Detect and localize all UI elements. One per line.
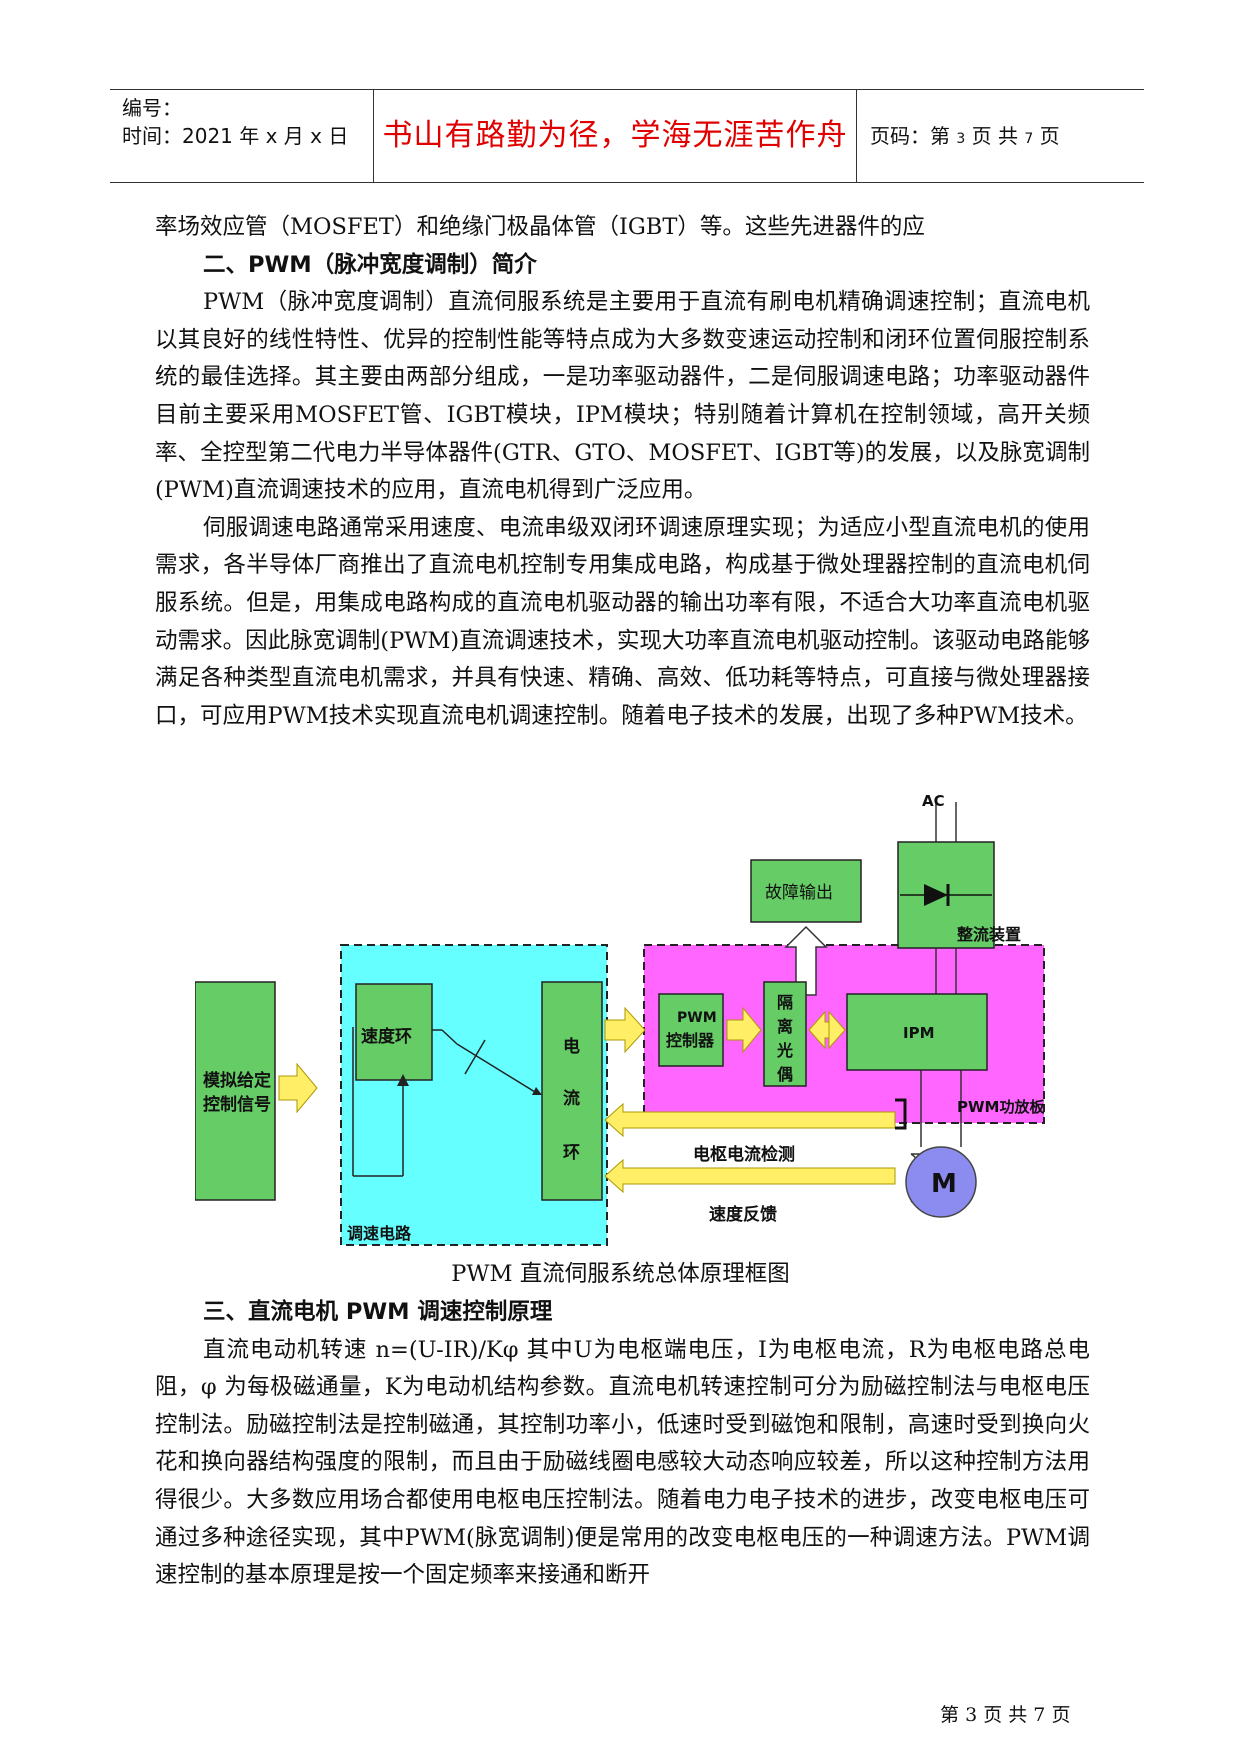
current-to-board-arrow bbox=[604, 1006, 646, 1054]
speed-circuit-label: 调速电路 bbox=[347, 1224, 412, 1243]
header-page-middle: 页 共 bbox=[971, 124, 1018, 148]
footer-prefix: 第 bbox=[940, 1704, 960, 1726]
section-heading-3: 三、直流电机 PWM 调速控制原理 bbox=[203, 1299, 553, 1325]
wire bbox=[464, 1039, 486, 1075]
pwm-servo-block-diagram: AC 故障输出 整流装置 模拟给定 控制信号 速度环 电 流 环 调速电路 PW… bbox=[194, 782, 1095, 1250]
optocoupler-label: 偶 bbox=[777, 1065, 793, 1084]
body-upper: 率场效应管（MOSFET）和绝缘门极晶体管（IGBT）等。这些先进器件的应 二、… bbox=[155, 209, 1090, 735]
page-footer: 第 3 页 共 7 页 bbox=[940, 1700, 1070, 1727]
footer-middle: 页 共 bbox=[983, 1704, 1028, 1726]
bidirectional-arrow bbox=[828, 1010, 846, 1050]
current-sensor bbox=[895, 1098, 907, 1130]
pwm-to-opto-arrow bbox=[726, 1006, 762, 1054]
speed-loop-box bbox=[355, 983, 433, 1081]
header-page-number: 页码：第 3 页 共 7 页 bbox=[870, 90, 1060, 182]
optocoupler-label: 隔 bbox=[777, 993, 793, 1012]
paragraph-speed-control-principle: 直流电动机转速 n=(U-IR)/Kφ 其中U为电枢端电压，I为电枢电流，R为电… bbox=[155, 1336, 1090, 1589]
speed-feedback-arrow bbox=[604, 1158, 896, 1194]
wire-arrowhead bbox=[397, 1074, 409, 1086]
section-heading-2: 二、PWM（脉冲宽度调制）简介 bbox=[203, 251, 537, 278]
pwm-controller-box bbox=[658, 993, 724, 1067]
page-header: 编号： 时间：2021 年 x 月 x 日 书山有路勤为径，学海无涯苦作舟 页码… bbox=[110, 89, 1144, 183]
ac-label: AC bbox=[922, 792, 945, 810]
header-meta: 编号： 时间：2021 年 x 月 x 日 bbox=[122, 94, 372, 150]
header-page-current: 3 bbox=[956, 131, 966, 147]
paragraph-pwm-intro: PWM（脉冲宽度调制）直流伺服系统是主要用于直流有刷电机精确调速控制；直流电机以… bbox=[155, 289, 1090, 504]
pwm-controller-label: PWM bbox=[677, 1010, 717, 1026]
ipm-label: IPM bbox=[903, 1024, 935, 1042]
motor-label: M bbox=[931, 1169, 957, 1199]
header-number: 编号： bbox=[122, 96, 182, 120]
figure-caption: PWM 直流伺服系统总体原理框图 bbox=[451, 1261, 790, 1287]
wire bbox=[456, 1043, 536, 1093]
footer-suffix: 页 bbox=[1051, 1704, 1071, 1726]
speed-loop-label: 速度环 bbox=[361, 1026, 412, 1047]
analog-input-box bbox=[194, 981, 276, 1201]
optocoupler-label: 离 bbox=[777, 1017, 793, 1036]
analog-input-label: 模拟给定 bbox=[203, 1070, 271, 1091]
ipm-box bbox=[846, 993, 988, 1071]
footer-current: 3 bbox=[965, 1704, 978, 1726]
armature-current-label: 电枢电流检测 bbox=[693, 1144, 795, 1165]
paragraph-continued: 率场效应管（MOSFET）和绝缘门极晶体管（IGBT）等。这些先进器件的应 bbox=[155, 214, 925, 240]
current-loop-box bbox=[541, 981, 603, 1201]
current-loop-label: 环 bbox=[563, 1143, 580, 1163]
pwm-board-label: PWM功放板 bbox=[957, 1098, 1045, 1116]
footer-total: 7 bbox=[1033, 1704, 1046, 1726]
header-page-prefix: 页码：第 bbox=[870, 124, 950, 148]
current-loop-label: 电 bbox=[563, 1036, 580, 1057]
speed-feedback-label: 速度反馈 bbox=[709, 1204, 777, 1225]
motor-icon bbox=[905, 1146, 977, 1218]
wire-arrowhead bbox=[532, 1087, 542, 1095]
body-lower: 三、直流电机 PWM 调速控制原理 直流电动机转速 n=(U-IR)/Kφ 其中… bbox=[155, 1294, 1090, 1595]
diagram-canvas: AC 故障输出 整流装置 模拟给定 控制信号 速度环 电 流 环 调速电路 PW… bbox=[194, 792, 1045, 1246]
analog-input-label: 控制信号 bbox=[203, 1094, 271, 1115]
optocoupler-box bbox=[763, 981, 807, 1087]
input-arrow bbox=[278, 1062, 318, 1114]
header-divider bbox=[373, 90, 374, 182]
current-loop-label: 流 bbox=[563, 1088, 580, 1109]
paragraph-servo-circuit: 伺服调速电路通常采用速度、电流串级双闭环调速原理实现；为适应小型直流电机的使用需… bbox=[155, 514, 1090, 729]
pwm-controller-label: 控制器 bbox=[666, 1031, 715, 1050]
fault-output-box bbox=[750, 859, 862, 923]
header-time: 时间：2021 年 x 月 x 日 bbox=[122, 124, 349, 148]
header-motto: 书山有路勤为径，学海无涯苦作舟 bbox=[382, 118, 848, 153]
wire bbox=[441, 1029, 458, 1045]
fault-output-label: 故障输出 bbox=[765, 883, 833, 903]
rectifier-label: 整流装置 bbox=[956, 925, 1021, 944]
armature-current-feedback-arrow bbox=[604, 1102, 896, 1138]
header-page-total: 7 bbox=[1024, 131, 1034, 147]
header-page-suffix: 页 bbox=[1039, 124, 1060, 148]
optocoupler-label: 光 bbox=[776, 1041, 793, 1060]
header-divider bbox=[856, 90, 857, 182]
